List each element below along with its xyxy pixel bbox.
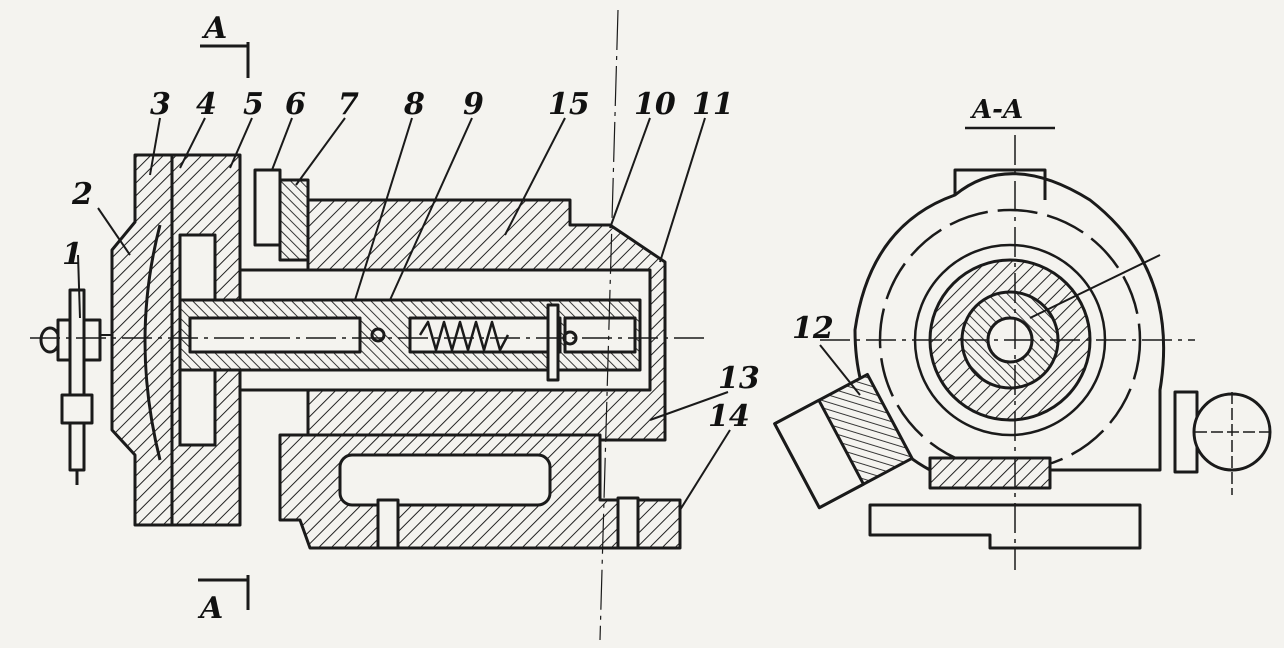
part-label-14: 14: [708, 399, 750, 434]
part-label-2: 2: [72, 177, 93, 212]
part-label-12: 12: [792, 311, 834, 346]
cross-section-A-A: [773, 126, 1275, 570]
part-label-10: 10: [634, 87, 676, 122]
indicator-stem: [39, 288, 190, 485]
part-label-9: 9: [463, 87, 484, 122]
part-label-11: 11: [692, 87, 734, 122]
part-label-13: 13: [718, 361, 760, 396]
part-label-8: 8: [404, 87, 425, 122]
part-label-15: 15: [548, 87, 590, 122]
clamp-block: [773, 372, 914, 510]
part-label-4: 4: [196, 87, 217, 122]
longitudinal-section: [30, 9, 731, 641]
part-label-5: 5: [243, 87, 264, 122]
part-label-6: 6: [285, 87, 306, 122]
section-marker-top: A: [204, 11, 228, 46]
part-label-1: 1: [62, 237, 83, 272]
leader-lines: [77, 117, 731, 511]
part-label-3: 3: [150, 87, 171, 122]
base-bracket: [278, 433, 682, 550]
fitting: [253, 168, 310, 262]
section-marker-bottom: A: [200, 591, 224, 626]
part-label-7: 7: [338, 87, 359, 122]
main-body: [178, 198, 667, 457]
section-title: A-A: [972, 95, 1024, 125]
